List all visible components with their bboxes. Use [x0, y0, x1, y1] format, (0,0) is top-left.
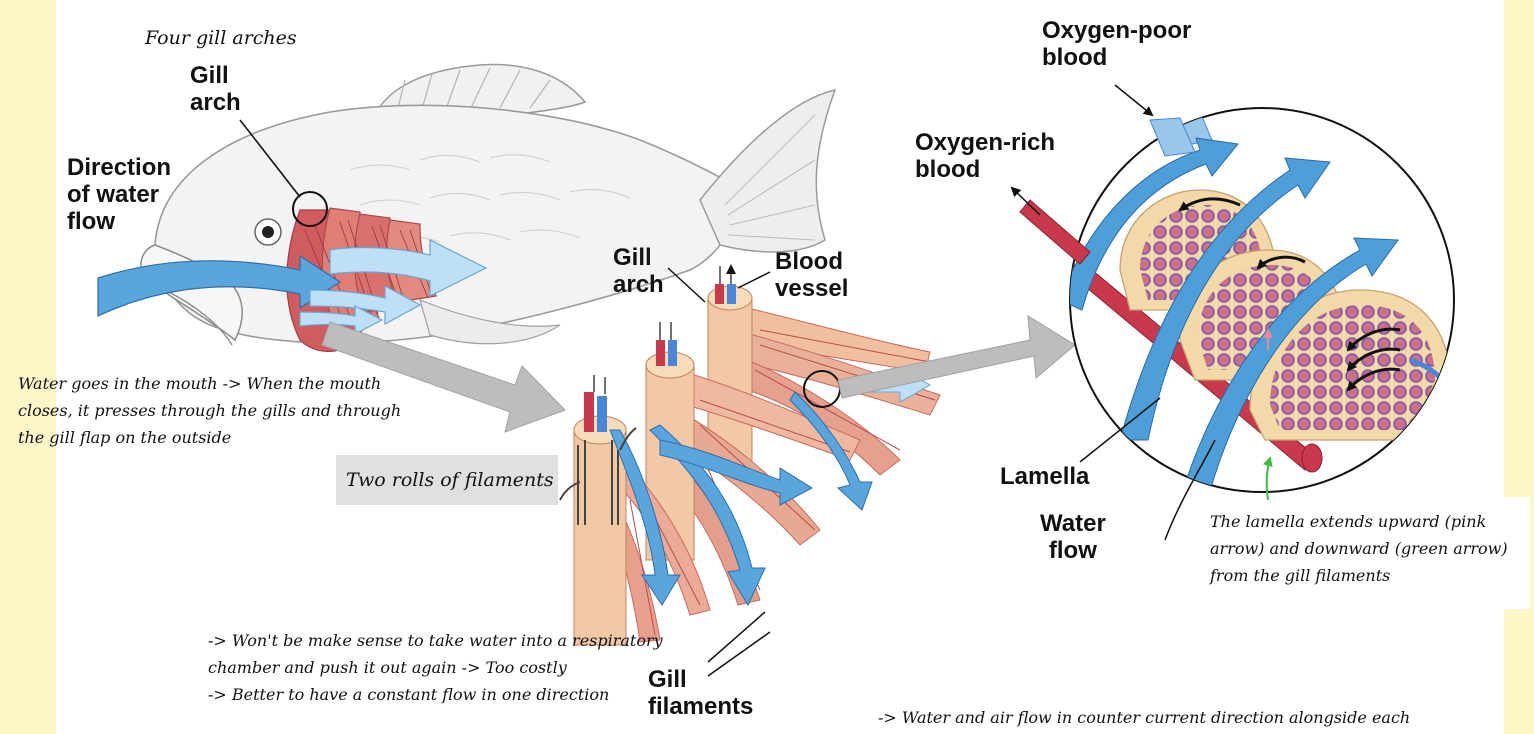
note-four-gill-arches: Four gill arches [145, 27, 297, 49]
note-counter-current: -> Water and air flow in counter current… [878, 708, 1411, 727]
lamella-detail [1019, 107, 1455, 493]
water-outflow-arrow-2 [309, 284, 422, 326]
gill-arch-detail [559, 266, 941, 646]
fish-body [154, 104, 746, 344]
tail-fin [699, 88, 837, 253]
label-water-flow: Water flow [1040, 510, 1106, 564]
label-lamella: Lamella [1000, 463, 1090, 490]
gill-arch-highlight-circle [292, 191, 328, 227]
label-oxygen-rich-blood: Oxygen-rich blood [915, 129, 1056, 183]
water-outflow-arrow-3 [299, 305, 384, 335]
label-blood-vessel: Blood vessel [775, 248, 849, 302]
label-gill-filaments: Gill filaments [648, 666, 754, 720]
zoom-arrow-to-lamella [837, 315, 1076, 399]
note-two-rolls-of-filaments: Two rolls of filaments [346, 469, 554, 491]
lamella-note-box [1200, 497, 1530, 609]
water-outflow-arrow-1 [329, 239, 488, 297]
note-one-direction-flow: -> Won't be make sense to take water int… [208, 631, 663, 704]
label-oxygen-poor-blood: Oxygen-poor blood [1042, 17, 1192, 71]
label-direction-of-water-flow: Direction of water flow [67, 154, 172, 235]
zoom-arrow-to-gill [321, 321, 566, 433]
note-lamella-extends: The lamella extends upward (pink arrow) … [1210, 512, 1508, 585]
two-rolls-note-box [336, 455, 558, 505]
note-water-path: Water goes in the mouth -> When the mout… [18, 374, 402, 447]
label-gill-arch-detail: Gill arch [613, 244, 664, 298]
label-gill-arch-fish: Gill arch [190, 62, 241, 116]
